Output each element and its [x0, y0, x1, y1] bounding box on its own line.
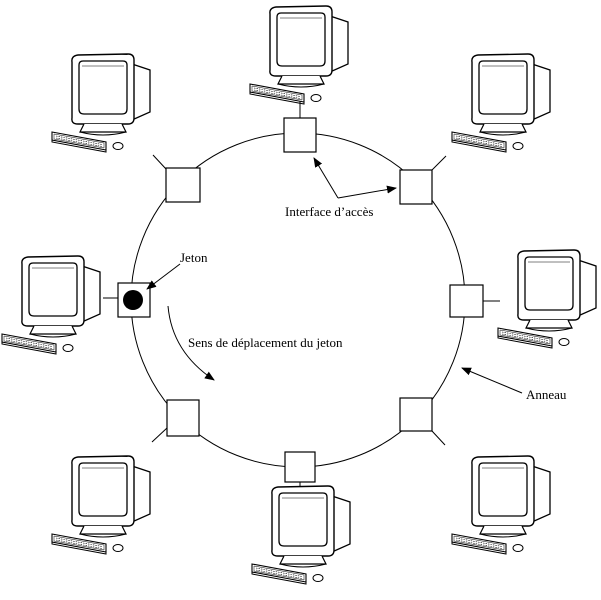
- access-interface-top-right: [399, 169, 433, 205]
- ring-label: Anneau: [526, 387, 567, 402]
- access-interface-bottom-right: [399, 397, 433, 432]
- interface-arrow-left: [313, 157, 339, 199]
- direction-label: Sens de déplacement du jeton: [188, 335, 343, 350]
- ring-arrow: [461, 367, 523, 394]
- access-interface-bottom-left: [166, 399, 200, 437]
- token-label: Jeton: [180, 250, 208, 265]
- interface-arrow-right: [337, 185, 397, 199]
- station-links: [103, 97, 500, 498]
- computer-icon: [1, 255, 101, 355]
- token-dot: [123, 290, 143, 310]
- computer-icon: [497, 249, 597, 349]
- computer-icon: [451, 53, 551, 153]
- computer-icon: [51, 53, 151, 153]
- access-interface-top-left: [165, 167, 201, 203]
- computer-icon: [249, 5, 349, 105]
- direction-arrow: [167, 305, 215, 381]
- computer-icon: [51, 455, 151, 555]
- access-interface-top: [283, 117, 317, 153]
- interface-label: Interface d’accès: [285, 204, 373, 219]
- computer-icon: [451, 455, 551, 555]
- access-interface-right: [449, 284, 484, 318]
- access-interface-bottom: [284, 451, 316, 483]
- token-arrow: [146, 263, 181, 290]
- computer-icon: [251, 485, 351, 585]
